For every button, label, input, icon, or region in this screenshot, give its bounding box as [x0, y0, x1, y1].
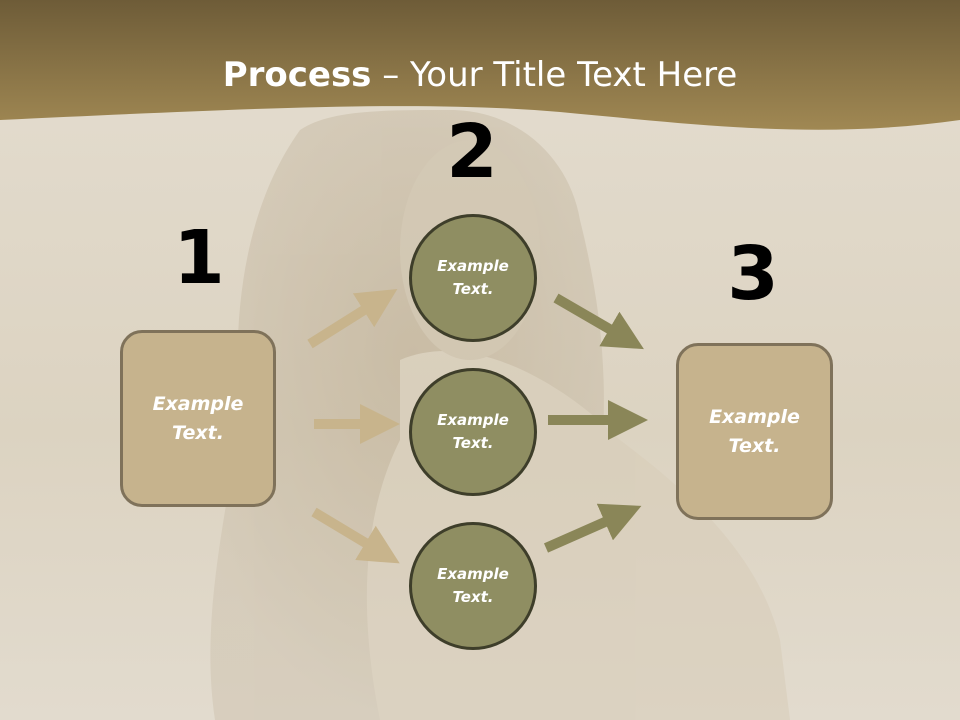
step-number-1: 1: [173, 215, 225, 301]
left-text-box: Example Text.: [120, 330, 276, 507]
left-box-text: Example Text.: [152, 392, 244, 444]
arrow-to-top: [307, 289, 398, 349]
circle-middle: Example Text.: [409, 368, 537, 496]
arrow-to-bottom: [311, 507, 400, 564]
slide-title: Process – Your Title Text Here: [0, 54, 960, 96]
step-number-3: 3: [727, 231, 779, 317]
step-number-2: 2: [446, 109, 498, 195]
circle-middle-text: Example Text.: [437, 411, 509, 452]
title-bold: Process: [222, 55, 372, 95]
arrow-from-top: [553, 293, 644, 350]
title-rest: – Your Title Text Here: [371, 55, 738, 95]
circle-top-text: Example Text.: [437, 257, 509, 298]
right-text-box: Example Text.: [676, 343, 833, 520]
title-banner: [0, 0, 960, 130]
circle-top: Example Text.: [409, 214, 537, 342]
right-box-text: Example Text.: [709, 405, 800, 457]
arrow-from-bottom: [543, 503, 642, 553]
circle-bottom: Example Text.: [409, 522, 537, 650]
circle-bottom-text: Example Text.: [437, 565, 509, 606]
